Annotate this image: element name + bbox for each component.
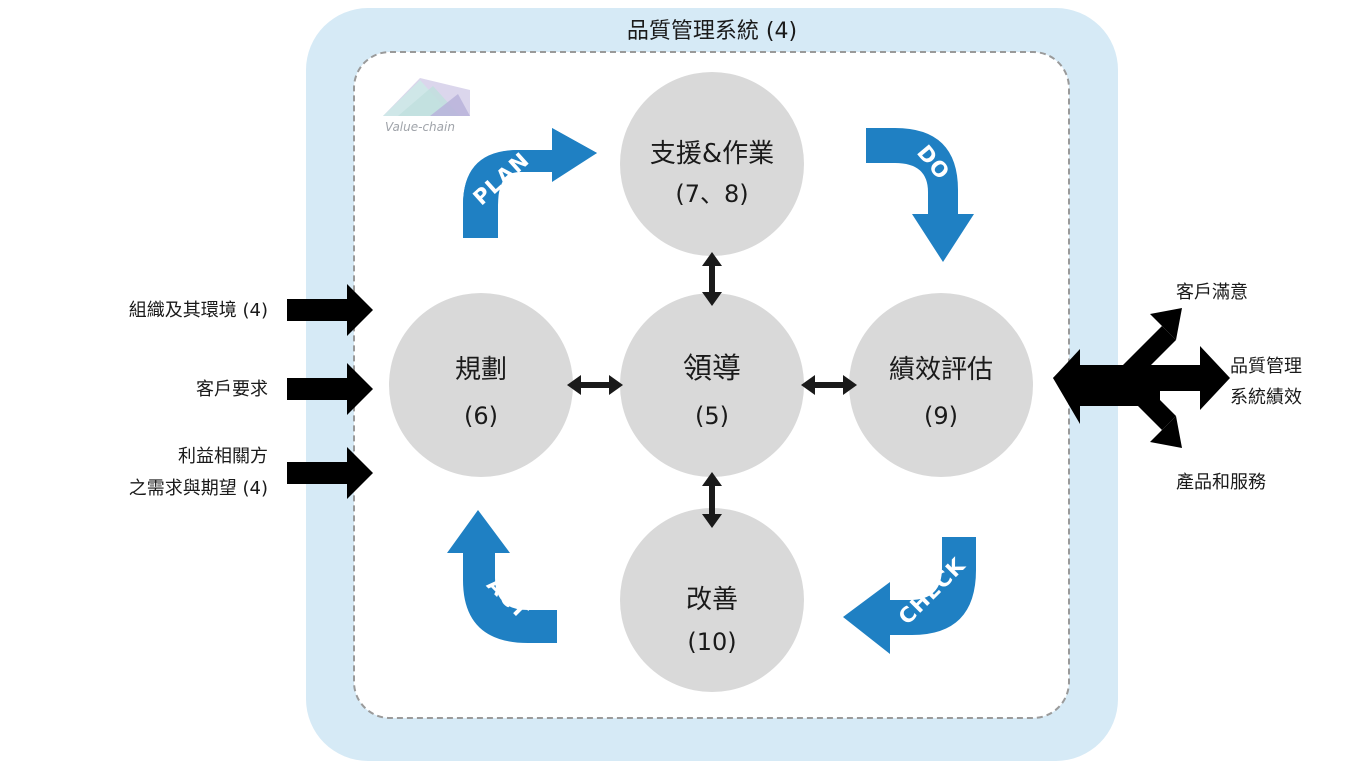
improvement-title: 改善 bbox=[686, 585, 738, 615]
improvement-circle bbox=[620, 508, 804, 692]
input-arrow-customer-req bbox=[287, 363, 373, 415]
svg-text:Value-chain: Value-chain bbox=[385, 120, 455, 134]
input-customer-req-text: 客戶要求 bbox=[196, 379, 268, 400]
output-products-text: 產品和服務 bbox=[1176, 472, 1266, 493]
output-qms-results-text-1: 品質管理 bbox=[1230, 356, 1302, 377]
frame-title: 品質管理系統 (4) bbox=[627, 19, 797, 44]
input-stakeholders-text-1: 利益相關方 bbox=[178, 446, 268, 467]
improvement-num: (10) bbox=[687, 628, 736, 656]
leadership-title: 領導 bbox=[683, 351, 741, 385]
planning-title: 規劃 bbox=[455, 355, 507, 385]
support-operation-title: 支援&作業 bbox=[650, 139, 774, 169]
leadership-num: (5) bbox=[695, 402, 729, 430]
leadership-planning-connector bbox=[567, 375, 623, 395]
evaluation-title: 績效評估 bbox=[889, 355, 993, 385]
planning-circle bbox=[389, 293, 573, 477]
input-arrow-context bbox=[287, 284, 373, 336]
leadership-circle bbox=[620, 293, 804, 477]
support-operation-num: (7、8) bbox=[675, 180, 748, 208]
leadership-support-connector bbox=[702, 252, 722, 306]
input-context-text: 組織及其環境 (4) bbox=[129, 300, 268, 321]
input-arrow-stakeholders bbox=[287, 447, 373, 499]
output-trident-arrow bbox=[1053, 308, 1230, 448]
support-operation-circle bbox=[620, 72, 804, 256]
planning-num: (6) bbox=[464, 402, 498, 430]
output-qms-results-text-2: 系統績效 bbox=[1230, 387, 1302, 408]
leadership-improvement-connector bbox=[702, 472, 722, 528]
evaluation-num: (9) bbox=[924, 402, 958, 430]
output-satisfaction-text: 客戶滿意 bbox=[1176, 282, 1248, 303]
evaluation-circle bbox=[849, 293, 1033, 477]
value-chain-logo: Value-chain bbox=[383, 78, 470, 134]
leadership-evaluation-connector bbox=[801, 375, 857, 395]
input-stakeholders-text-2: 之需求與期望 (4) bbox=[129, 478, 268, 499]
